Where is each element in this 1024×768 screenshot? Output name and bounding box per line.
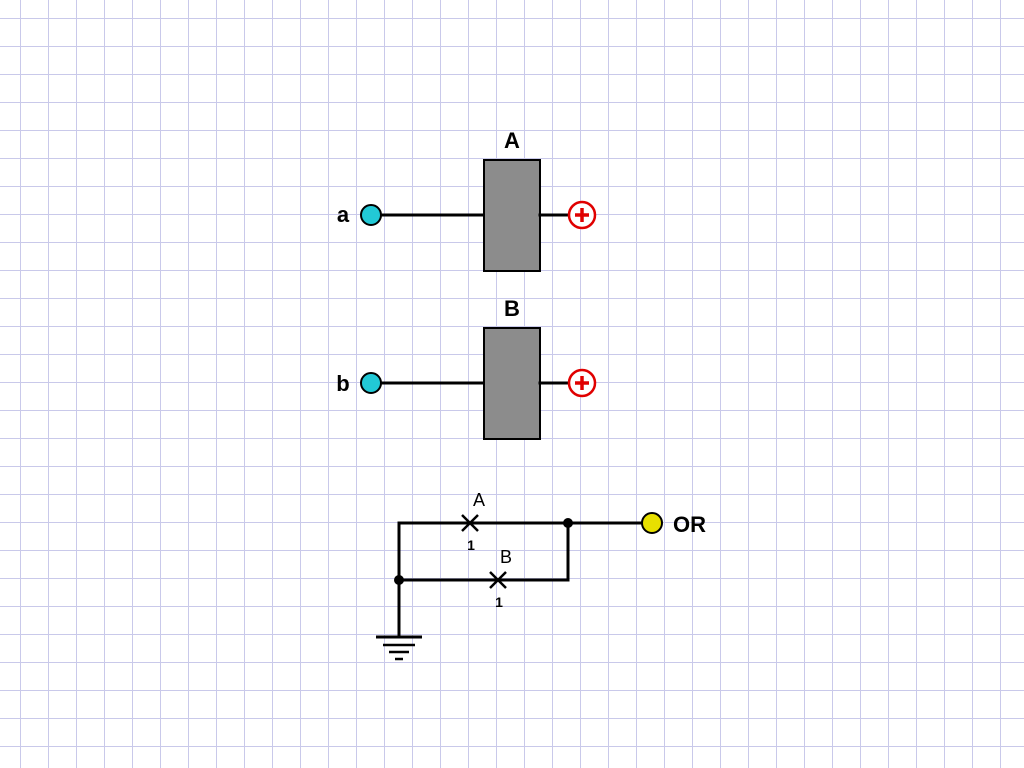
input-b-label: b [336, 371, 349, 396]
contact-a-number: 1 [467, 537, 475, 553]
output-label: OR [673, 512, 706, 537]
contact-b: B 1 [489, 547, 512, 610]
input-a-terminal[interactable] [360, 204, 382, 226]
contact-b-label: B [500, 547, 512, 567]
junction-dot [563, 518, 573, 528]
contact-a-label: A [473, 490, 485, 510]
plus-circle-icon [567, 200, 597, 230]
left-rail-top-wire [397, 521, 570, 638]
plus-circle-icon [567, 368, 597, 398]
output-terminal[interactable] [641, 512, 663, 534]
junction-dot [394, 575, 404, 585]
contact-b-number: 1 [495, 594, 503, 610]
relay-b-label: B [504, 296, 520, 321]
input-a-label: a [337, 202, 350, 227]
relay-a-label: A [504, 128, 520, 153]
relay-a: A a [337, 128, 597, 272]
relay-b-coil [483, 327, 541, 440]
normally-open-contact-icon [461, 514, 479, 532]
contact-a: A 1 [461, 490, 485, 553]
or-network: A 1 B 1 OR [376, 490, 706, 661]
normally-open-contact-icon [489, 571, 507, 589]
relay-a-coil [483, 159, 541, 272]
relay-b: B b [336, 296, 597, 440]
input-b-terminal[interactable] [360, 372, 382, 394]
ground-icon [376, 635, 422, 661]
